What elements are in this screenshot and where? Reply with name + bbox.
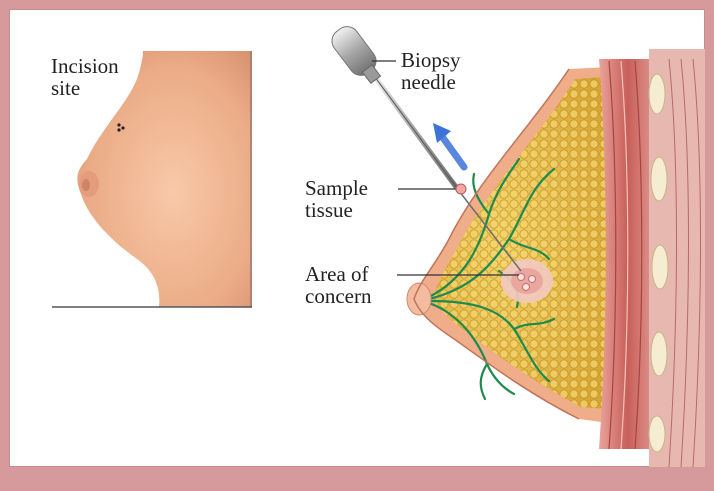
breast-cross-section <box>407 49 705 467</box>
area-of-concern-lesion <box>501 259 553 303</box>
label-incision-site: Incision site <box>51 55 119 99</box>
label-area-of-concern: Area of concern <box>305 263 371 307</box>
label-sample-tissue: Sample tissue <box>305 177 368 221</box>
sample-tissue-bead <box>456 184 466 194</box>
illustration-frame: Incision site Biopsy needle Sample tissu… <box>9 9 705 467</box>
label-biopsy-needle: Biopsy needle <box>401 49 461 93</box>
bottom-border-band <box>0 467 714 491</box>
